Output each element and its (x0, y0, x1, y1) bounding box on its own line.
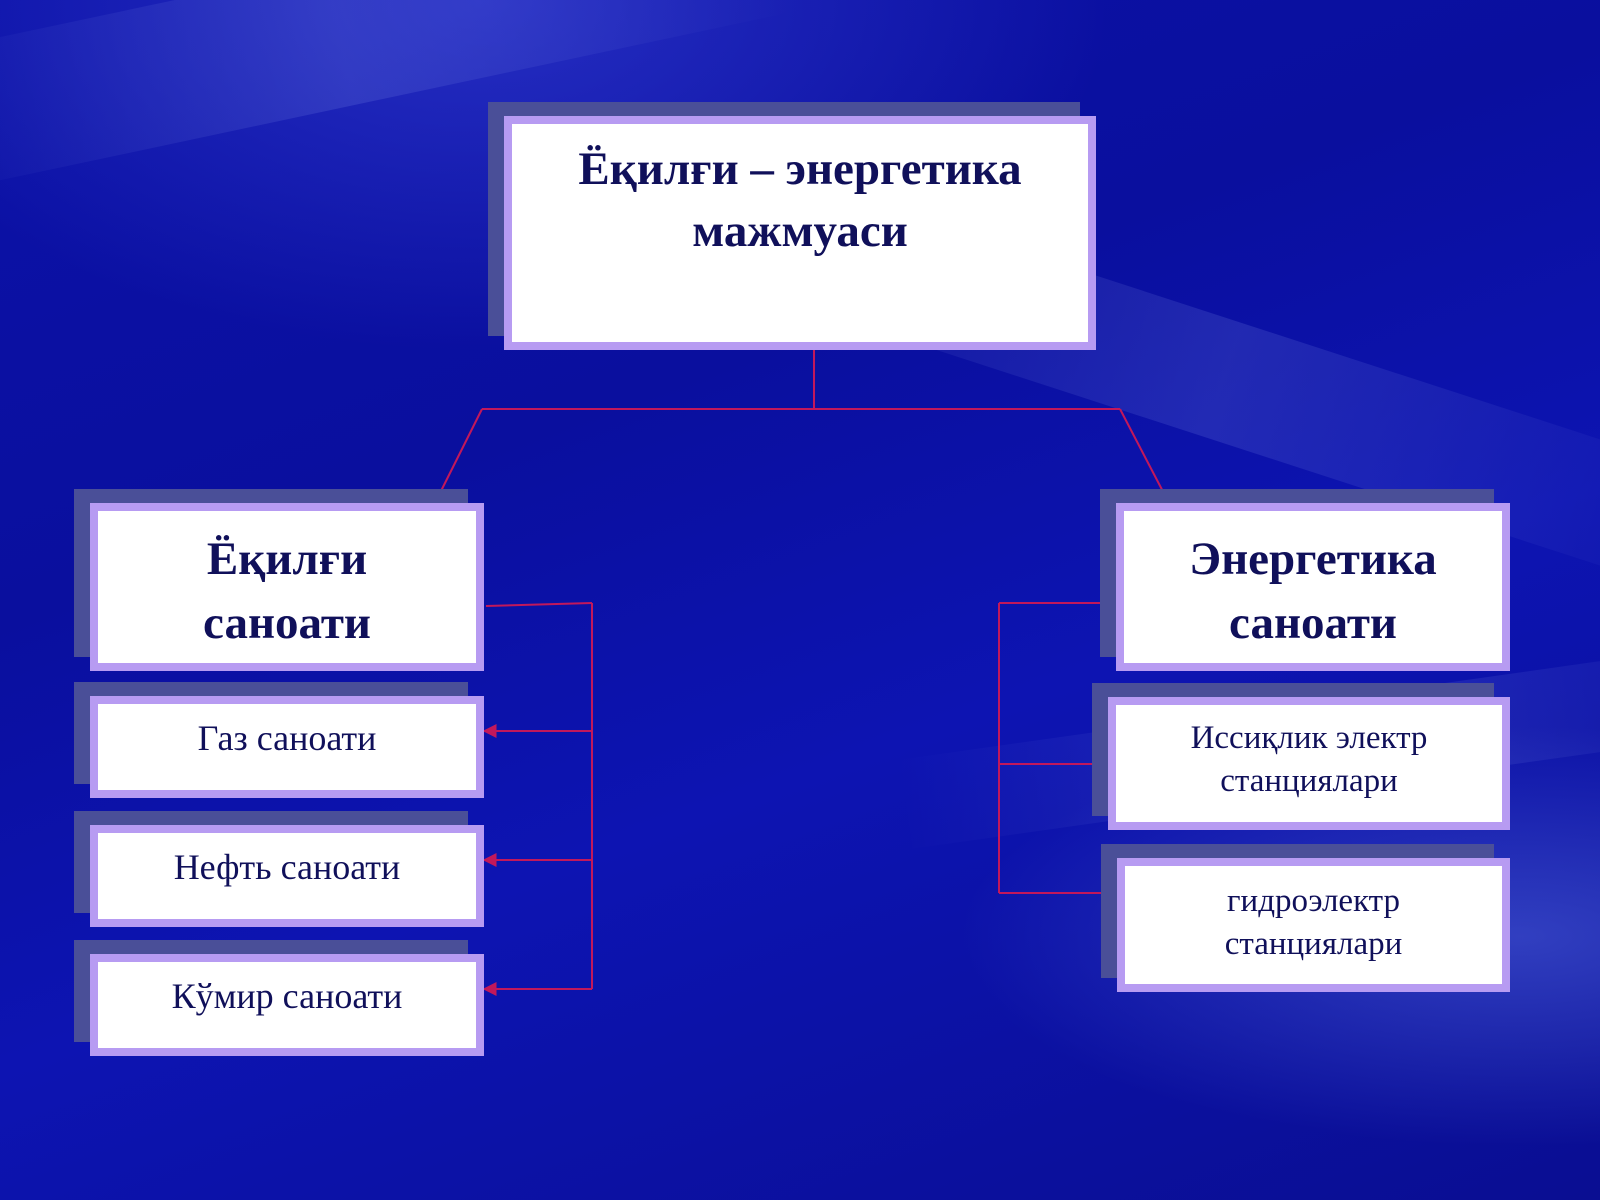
right-item-hydro: гидроэлектр станциялари (1117, 858, 1510, 992)
left-item-oil-label: Нефть саноати (173, 847, 401, 887)
right-item-hydro-line2: станциялари (1224, 926, 1403, 962)
connector-to-left-branch (433, 408, 483, 507)
right-item-thermal: Иссиқлик электр станциялари (1108, 697, 1510, 830)
left-item-gas: Газ саноати (90, 696, 484, 798)
connector-left-bracket-top (485, 602, 593, 607)
right-branch-title-line2: саноати (1229, 597, 1397, 649)
root-node: Ёқилғи – энергетика мажмуаси (504, 116, 1096, 350)
left-item-oil: Нефть саноати (90, 825, 484, 927)
left-item-coal: Кўмир саноати (90, 954, 484, 1056)
connector-to-right-branch (1119, 408, 1171, 507)
right-item-hydro-line1: гидроэлектр (1227, 883, 1400, 919)
right-branch-title-node: Энергетика саноати (1116, 503, 1510, 671)
left-item-gas-label: Газ саноати (197, 718, 377, 758)
root-title-line2: мажмуаси (692, 205, 908, 257)
left-branch-title-node: Ёқилғи саноати (90, 503, 484, 671)
right-item-thermal-line1: Иссиқлик электр (1190, 720, 1428, 756)
right-item-thermal-line2: станциялари (1220, 763, 1398, 799)
right-branch-title-line1: Энергетика (1189, 533, 1437, 585)
left-branch-title-line1: Ёқилғи (206, 533, 368, 585)
left-item-coal-label: Кўмир саноати (171, 976, 403, 1016)
left-branch-title-line2: саноати (203, 597, 371, 649)
root-title-line1: Ёқилғи – энергетика (578, 143, 1022, 195)
